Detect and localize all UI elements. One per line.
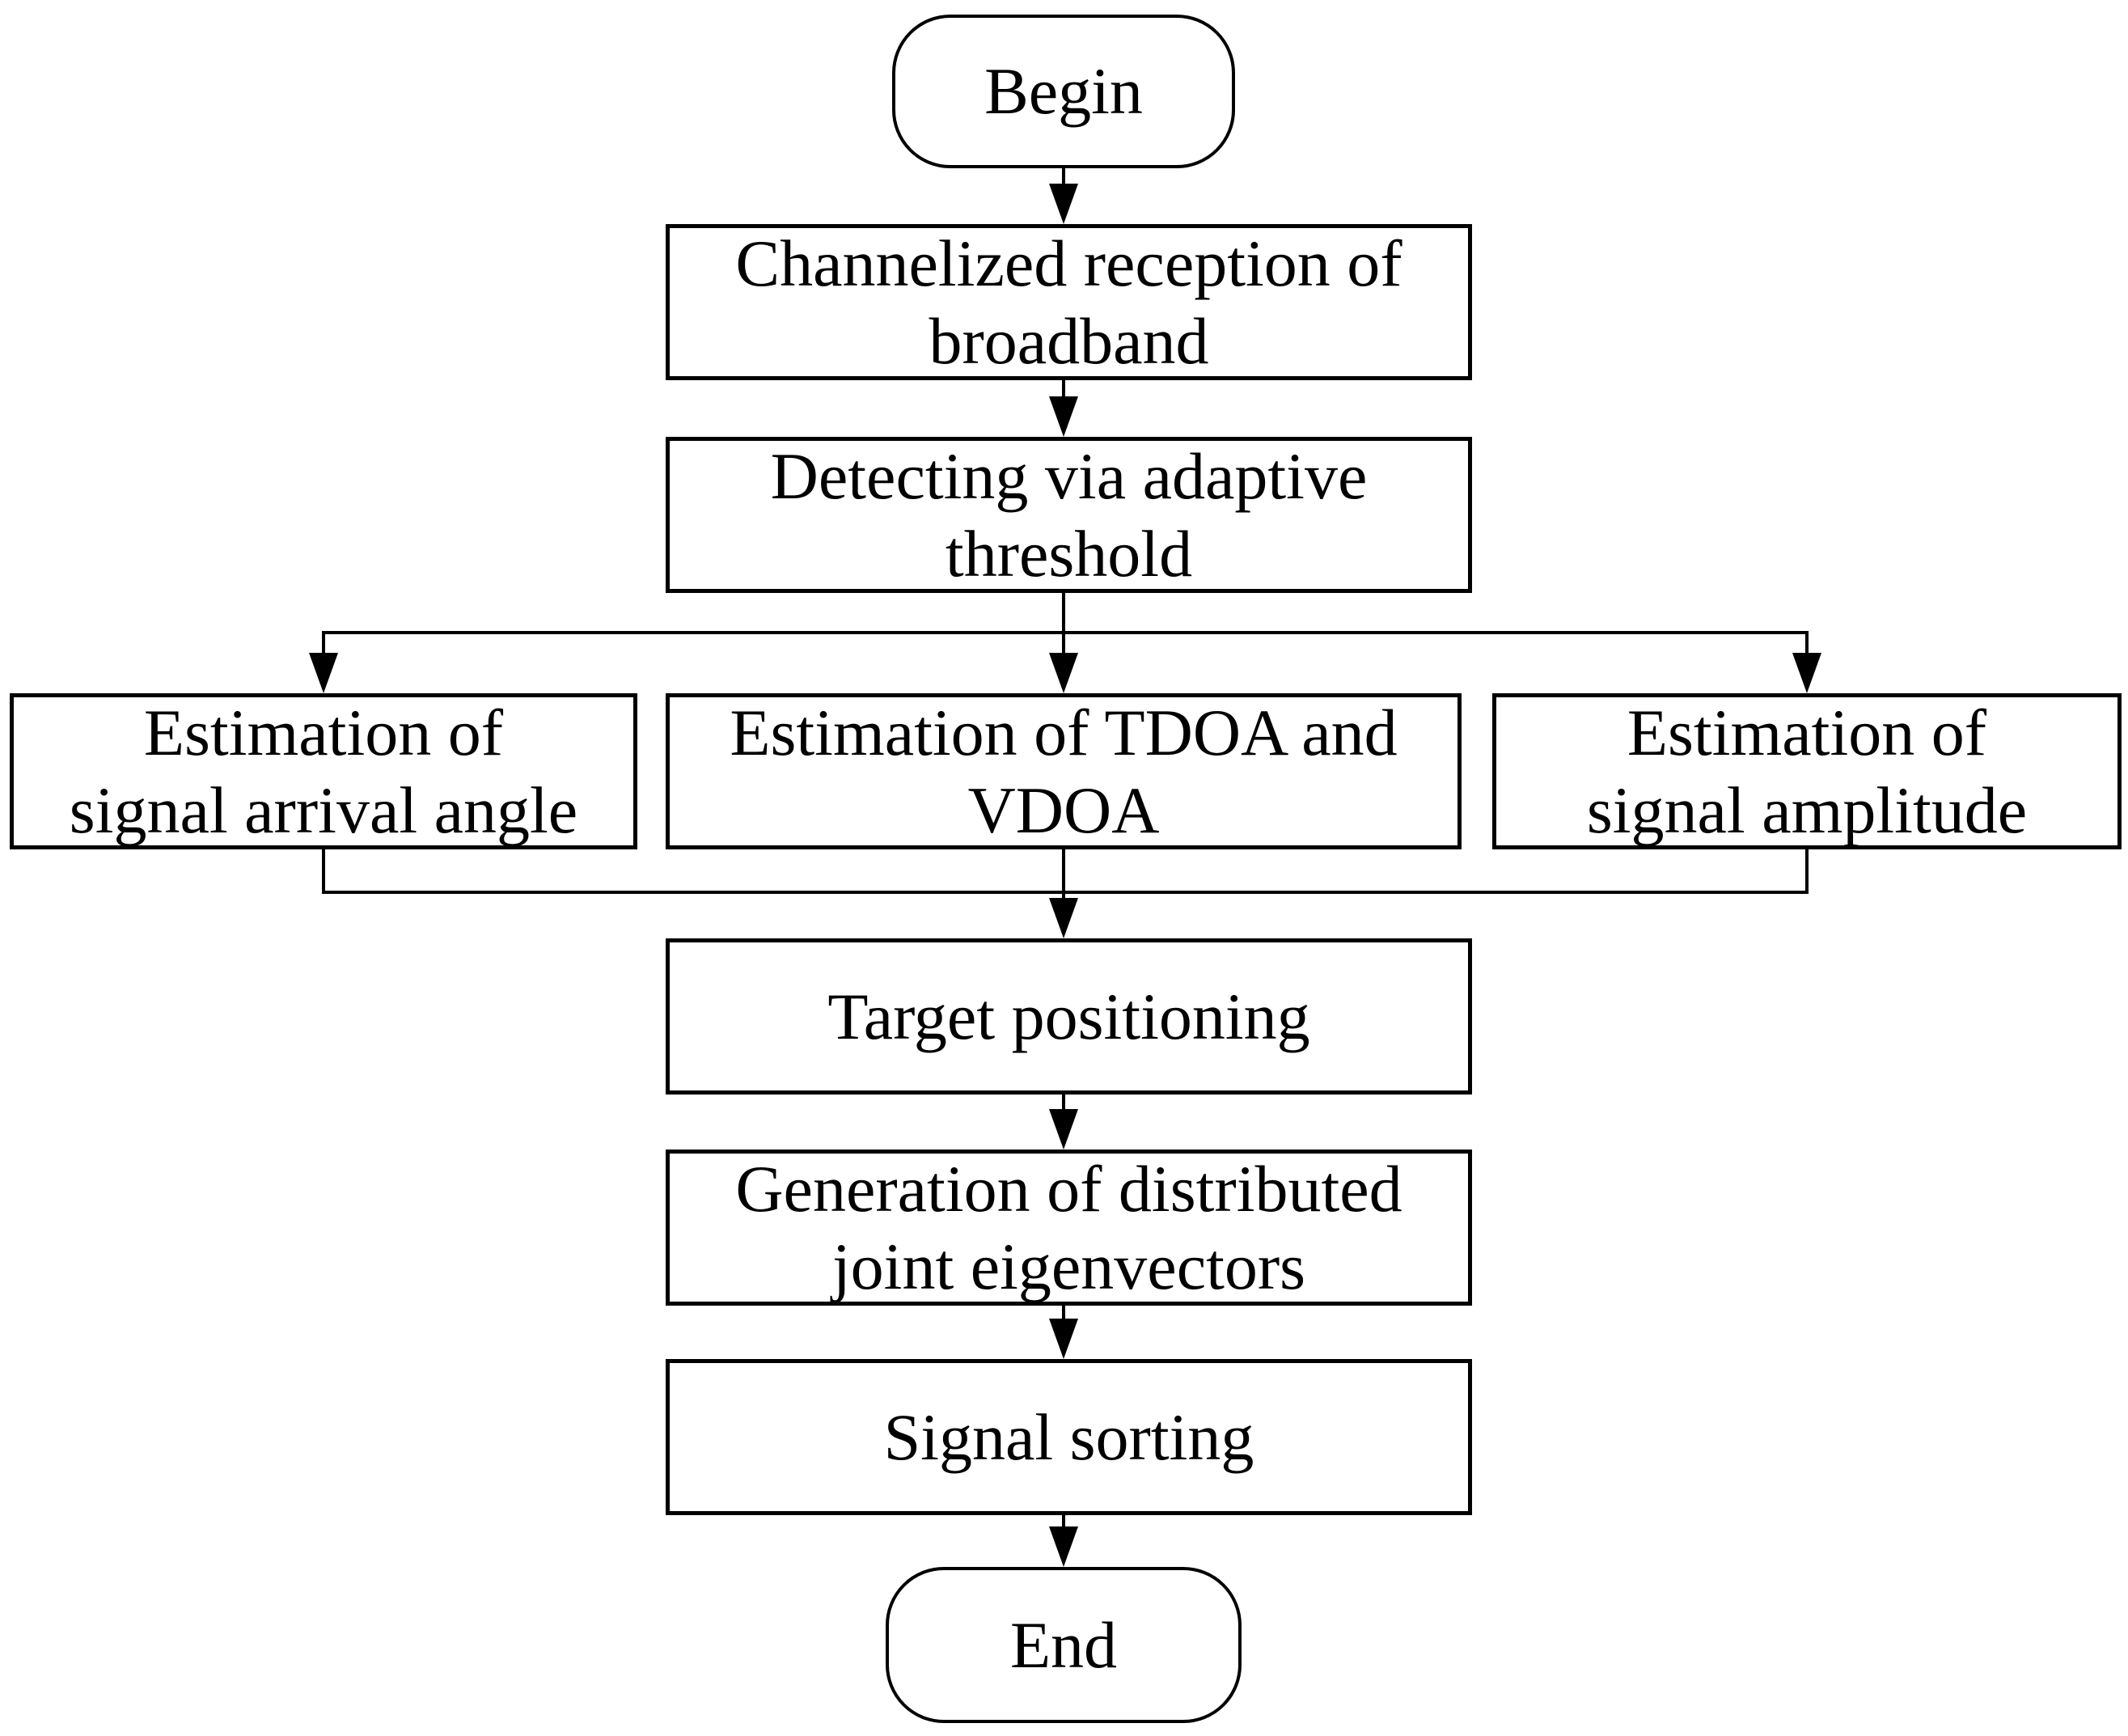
arrowhead-down-icon xyxy=(1049,1109,1078,1150)
arrowhead-down-icon xyxy=(1049,1319,1078,1359)
edge-split-est-amplitude-line xyxy=(1805,631,1809,654)
edge-begin-channelized-line xyxy=(1062,167,1065,185)
arrowhead-down-icon xyxy=(309,653,338,693)
node-detecting-adaptive-threshold-label: Detecting via adaptive threshold xyxy=(770,438,1368,591)
node-estimation-tdoa-vdoa-label: Estimation of TDOA and VDOA xyxy=(730,695,1398,847)
node-estimation-arrival-angle: Estimation of signal arrival angle xyxy=(10,693,637,849)
arrowhead-down-icon xyxy=(1049,184,1078,224)
edge-merge-target-line xyxy=(1062,891,1065,900)
node-generation-joint-eigenvectors: Generation of distributed joint eigenvec… xyxy=(666,1150,1472,1306)
node-estimation-signal-amplitude-label: Estimation of signal amplitude xyxy=(1586,695,2028,847)
edge-split-est-angle-line xyxy=(322,631,325,654)
arrowhead-down-icon xyxy=(1049,396,1078,437)
node-end: End xyxy=(886,1567,1242,1723)
node-target-positioning: Target positioning xyxy=(666,938,1472,1095)
node-begin-label: Begin xyxy=(984,54,1143,128)
node-detecting-adaptive-threshold: Detecting via adaptive threshold xyxy=(666,437,1472,593)
edge-est-angle-merge-line xyxy=(322,849,325,894)
edge-est-amplitude-merge-line xyxy=(1805,849,1809,894)
arrowhead-down-icon xyxy=(1792,653,1821,693)
arrowhead-down-icon xyxy=(1049,898,1078,938)
edge-channelized-detecting-line xyxy=(1062,380,1065,398)
edge-split-est-tdoa-line xyxy=(1062,631,1065,654)
node-signal-sorting: Signal sorting xyxy=(666,1359,1472,1515)
edge-sorting-end-line xyxy=(1062,1514,1065,1529)
node-estimation-signal-amplitude: Estimation of signal amplitude xyxy=(1492,693,2122,849)
merge-rail-line xyxy=(322,891,1809,894)
edge-detecting-split-stem-line xyxy=(1062,593,1065,634)
node-channelized-reception: Channelized reception of broadband xyxy=(666,224,1472,380)
node-estimation-tdoa-vdoa: Estimation of TDOA and VDOA xyxy=(666,693,1462,849)
node-channelized-reception-label: Channelized reception of broadband xyxy=(735,226,1402,378)
edge-generation-sorting-line xyxy=(1062,1306,1065,1321)
node-begin: Begin xyxy=(892,15,1235,168)
node-estimation-arrival-angle-label: Estimation of signal arrival angle xyxy=(69,695,578,847)
arrowhead-down-icon xyxy=(1049,1526,1078,1567)
edge-est-tdoa-merge-line xyxy=(1062,849,1065,894)
split-rail-line xyxy=(322,631,1809,634)
arrowhead-down-icon xyxy=(1049,653,1078,693)
node-signal-sorting-label: Signal sorting xyxy=(883,1399,1254,1474)
edge-target-generation-line xyxy=(1062,1095,1065,1111)
node-generation-joint-eigenvectors-label: Generation of distributed joint eigenvec… xyxy=(735,1151,1402,1303)
node-target-positioning-label: Target positioning xyxy=(827,979,1310,1053)
node-end-label: End xyxy=(1009,1607,1118,1682)
